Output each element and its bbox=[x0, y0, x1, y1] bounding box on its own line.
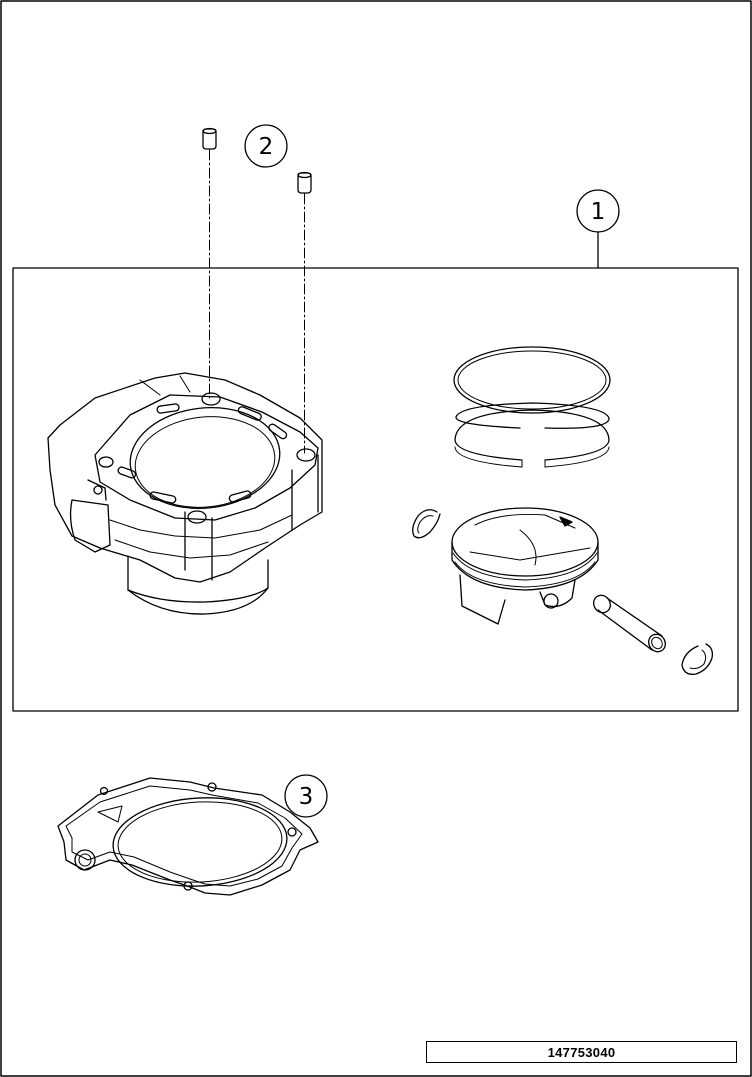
piston-pin-icon bbox=[593, 594, 666, 653]
callout-3-label: 3 bbox=[299, 784, 314, 810]
part-number-label: 147753040 bbox=[547, 1044, 616, 1060]
callout-1: 1 bbox=[576, 189, 620, 233]
dowel-pin-icon bbox=[202, 127, 217, 150]
cylinder-icon bbox=[47, 372, 323, 615]
callout-3: 3 bbox=[284, 774, 328, 818]
gasket-icon bbox=[57, 777, 319, 896]
piston-icon bbox=[451, 507, 599, 625]
callout-2: 2 bbox=[244, 124, 288, 168]
dowel-pin-icon bbox=[297, 171, 312, 194]
kit-bracket-box bbox=[12, 267, 739, 712]
piston-rings-icon bbox=[453, 346, 611, 468]
circlip-icon bbox=[681, 643, 714, 675]
part-number-box: 147753040 bbox=[426, 1041, 737, 1063]
callout-2-label: 2 bbox=[259, 134, 274, 160]
callout-1-label: 1 bbox=[591, 199, 606, 225]
circlip-icon bbox=[412, 509, 441, 539]
